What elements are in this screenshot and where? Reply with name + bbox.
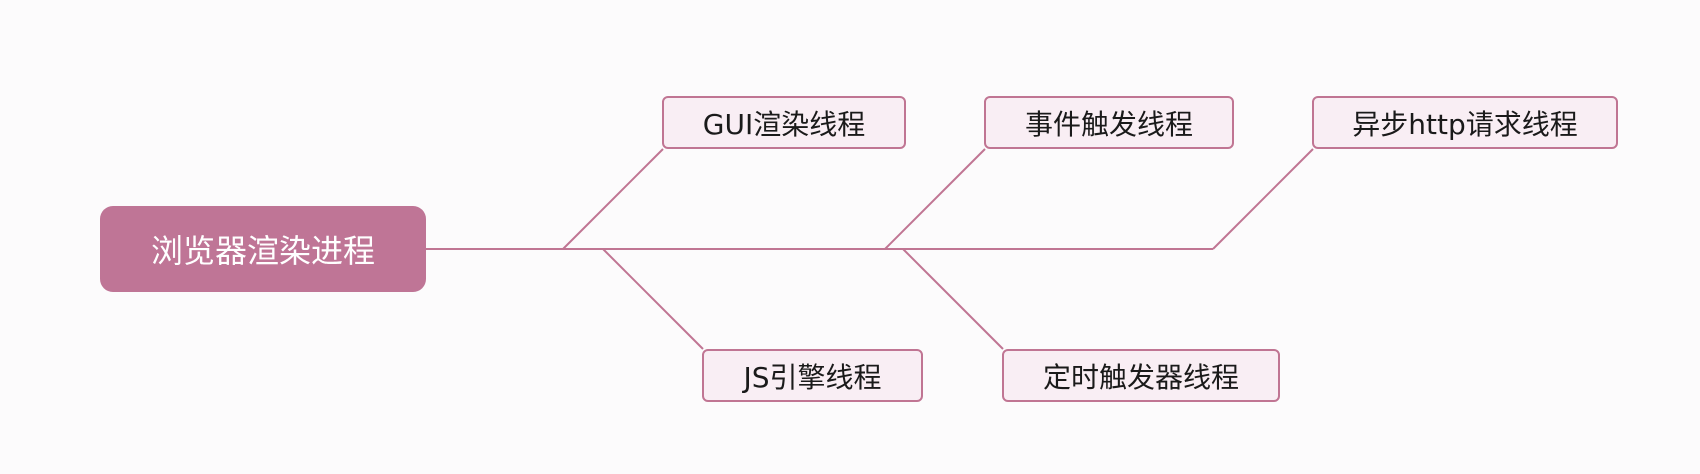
node-async-http-request-thread[interactable]: 异步http请求线程 [1312, 96, 1618, 149]
node-label: 异步http请求线程 [1352, 107, 1578, 141]
node-gui-render-thread[interactable]: GUI渲染线程 [662, 96, 906, 149]
branch-line-timer [902, 248, 1004, 350]
branch-line-js [602, 248, 704, 350]
branch-line-event [884, 148, 986, 250]
root-node-browser-render-process[interactable]: 浏览器渲染进程 [100, 206, 426, 292]
branch-line-gui [562, 148, 664, 250]
node-label: GUI渲染线程 [702, 107, 866, 141]
node-label: JS引擎线程 [743, 360, 882, 394]
root-node-label: 浏览器渲染进程 [150, 232, 375, 270]
node-event-trigger-thread[interactable]: 事件触发线程 [984, 96, 1234, 149]
node-label: 定时触发器线程 [1042, 360, 1239, 394]
node-label: 事件触发线程 [1024, 107, 1193, 141]
node-timer-trigger-thread[interactable]: 定时触发器线程 [1002, 349, 1280, 402]
node-js-engine-thread[interactable]: JS引擎线程 [702, 349, 923, 402]
branch-line-http [1212, 148, 1314, 250]
